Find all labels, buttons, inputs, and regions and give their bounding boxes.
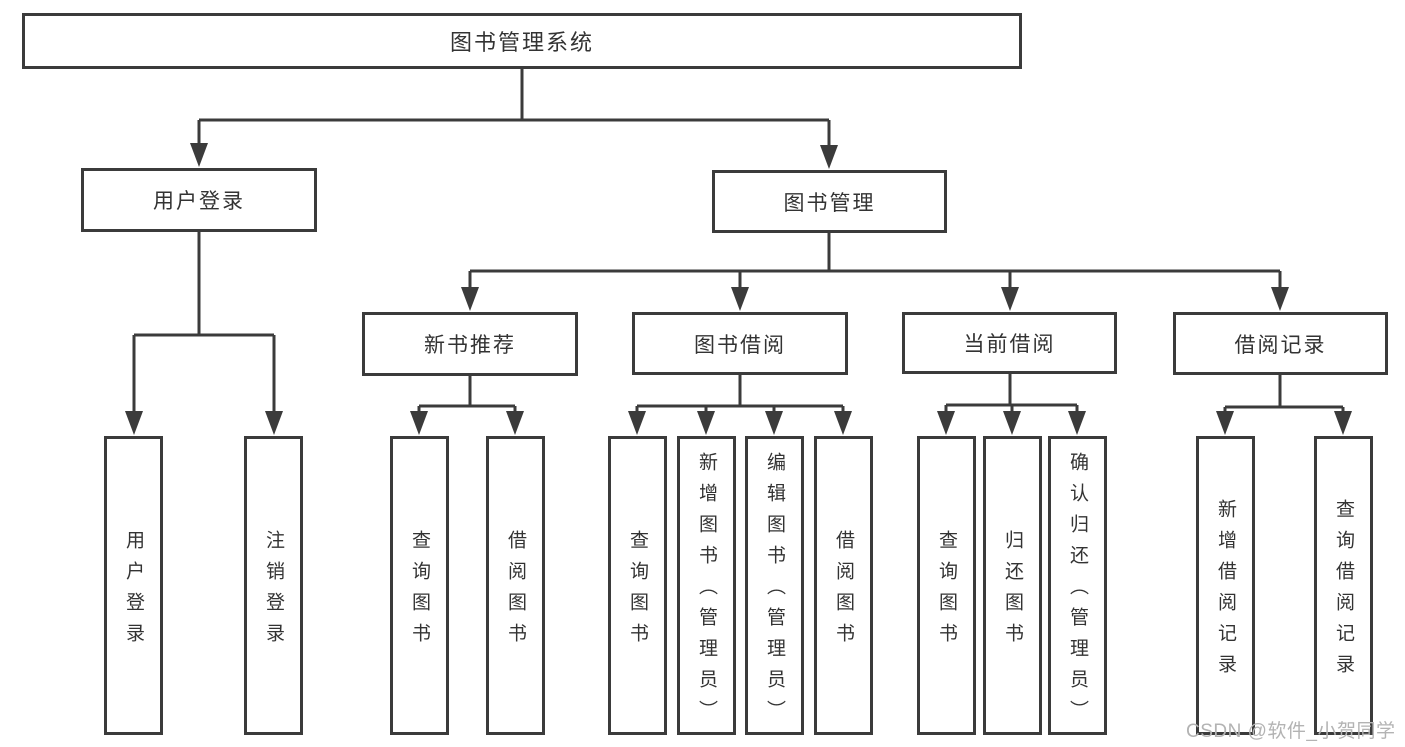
arrowhead	[628, 411, 646, 435]
arrowhead	[190, 143, 208, 167]
node-user-login: 用户登录	[81, 168, 317, 232]
arrowhead	[461, 287, 479, 311]
arrowhead	[1001, 287, 1019, 311]
leaf-user-login-label: 用户登录	[123, 529, 144, 654]
leaf-edit-books-admin-label: 编辑图书（管理员）	[764, 452, 785, 731]
node-book-borrow-label: 图书借阅	[694, 333, 786, 357]
leaf-confirm-return-admin: 确认归还（管理员）	[1048, 436, 1107, 735]
leaf-add-borrow-record: 新增借阅记录	[1196, 436, 1255, 735]
leaf-add-books-admin-label: 新增图书（管理员）	[696, 452, 717, 731]
leaf-edit-books-admin: 编辑图书（管理员）	[745, 436, 804, 735]
arrowhead	[765, 411, 783, 435]
leaf-query-books-current-label: 查询图书	[936, 529, 957, 654]
leaf-query-books-borrow: 查询图书	[608, 436, 667, 735]
leaf-query-books-current: 查询图书	[917, 436, 976, 735]
arrowhead	[1003, 411, 1021, 435]
watermark: CSDN @软件_小贺同学	[1186, 721, 1396, 742]
node-library-system: 图书管理系统	[22, 13, 1022, 69]
node-borrow-records: 借阅记录	[1173, 312, 1388, 375]
leaf-borrow-books-recommend-label: 借阅图书	[505, 529, 526, 654]
arrowhead	[820, 145, 838, 169]
leaf-query-books-recommend-label: 查询图书	[409, 529, 430, 654]
node-borrow-records-label: 借阅记录	[1234, 333, 1327, 357]
leaf-query-books-borrow-label: 查询图书	[627, 529, 648, 654]
leaf-borrow-books-label: 借阅图书	[833, 529, 854, 654]
arrowhead	[410, 411, 428, 435]
leaf-confirm-return-admin-label: 确认归还（管理员）	[1067, 452, 1088, 731]
node-book-management-label: 图书管理	[783, 191, 876, 215]
leaf-user-login: 用户登录	[104, 436, 163, 735]
arrowhead	[125, 411, 143, 435]
leaf-borrow-books: 借阅图书	[814, 436, 873, 735]
leaf-query-borrow-record: 查询借阅记录	[1314, 436, 1373, 735]
arrowhead	[1216, 411, 1234, 435]
arrowhead	[1271, 287, 1289, 311]
leaf-return-books: 归还图书	[983, 436, 1042, 735]
arrowhead	[265, 411, 283, 435]
node-new-book-recommend: 新书推荐	[362, 312, 578, 376]
node-book-borrow: 图书借阅	[632, 312, 848, 375]
node-book-management: 图书管理	[712, 170, 947, 233]
arrowhead	[937, 411, 955, 435]
arrowhead	[834, 411, 852, 435]
leaf-logout-label: 注销登录	[263, 529, 284, 654]
leaf-logout: 注销登录	[244, 436, 303, 735]
leaf-add-borrow-record-label: 新增借阅记录	[1215, 498, 1236, 685]
node-user-login-label: 用户登录	[153, 190, 245, 213]
node-new-book-recommend-label: 新书推荐	[424, 334, 516, 357]
leaf-query-books-recommend: 查询图书	[390, 436, 449, 735]
node-current-borrow-label: 当前借阅	[963, 333, 1056, 356]
node-library-system-label: 图书管理系统	[449, 30, 594, 55]
node-current-borrow: 当前借阅	[902, 312, 1117, 374]
leaf-add-books-admin: 新增图书（管理员）	[677, 436, 736, 735]
arrowhead	[1068, 411, 1086, 435]
arrowhead	[506, 411, 524, 435]
arrowhead	[731, 287, 749, 311]
leaf-borrow-books-recommend: 借阅图书	[486, 436, 545, 735]
connector-path	[132, 69, 1345, 415]
leaf-return-books-label: 归还图书	[1002, 529, 1023, 654]
arrowhead	[697, 411, 715, 435]
leaf-query-borrow-record-label: 查询借阅记录	[1333, 498, 1354, 685]
arrowhead	[1334, 411, 1352, 435]
